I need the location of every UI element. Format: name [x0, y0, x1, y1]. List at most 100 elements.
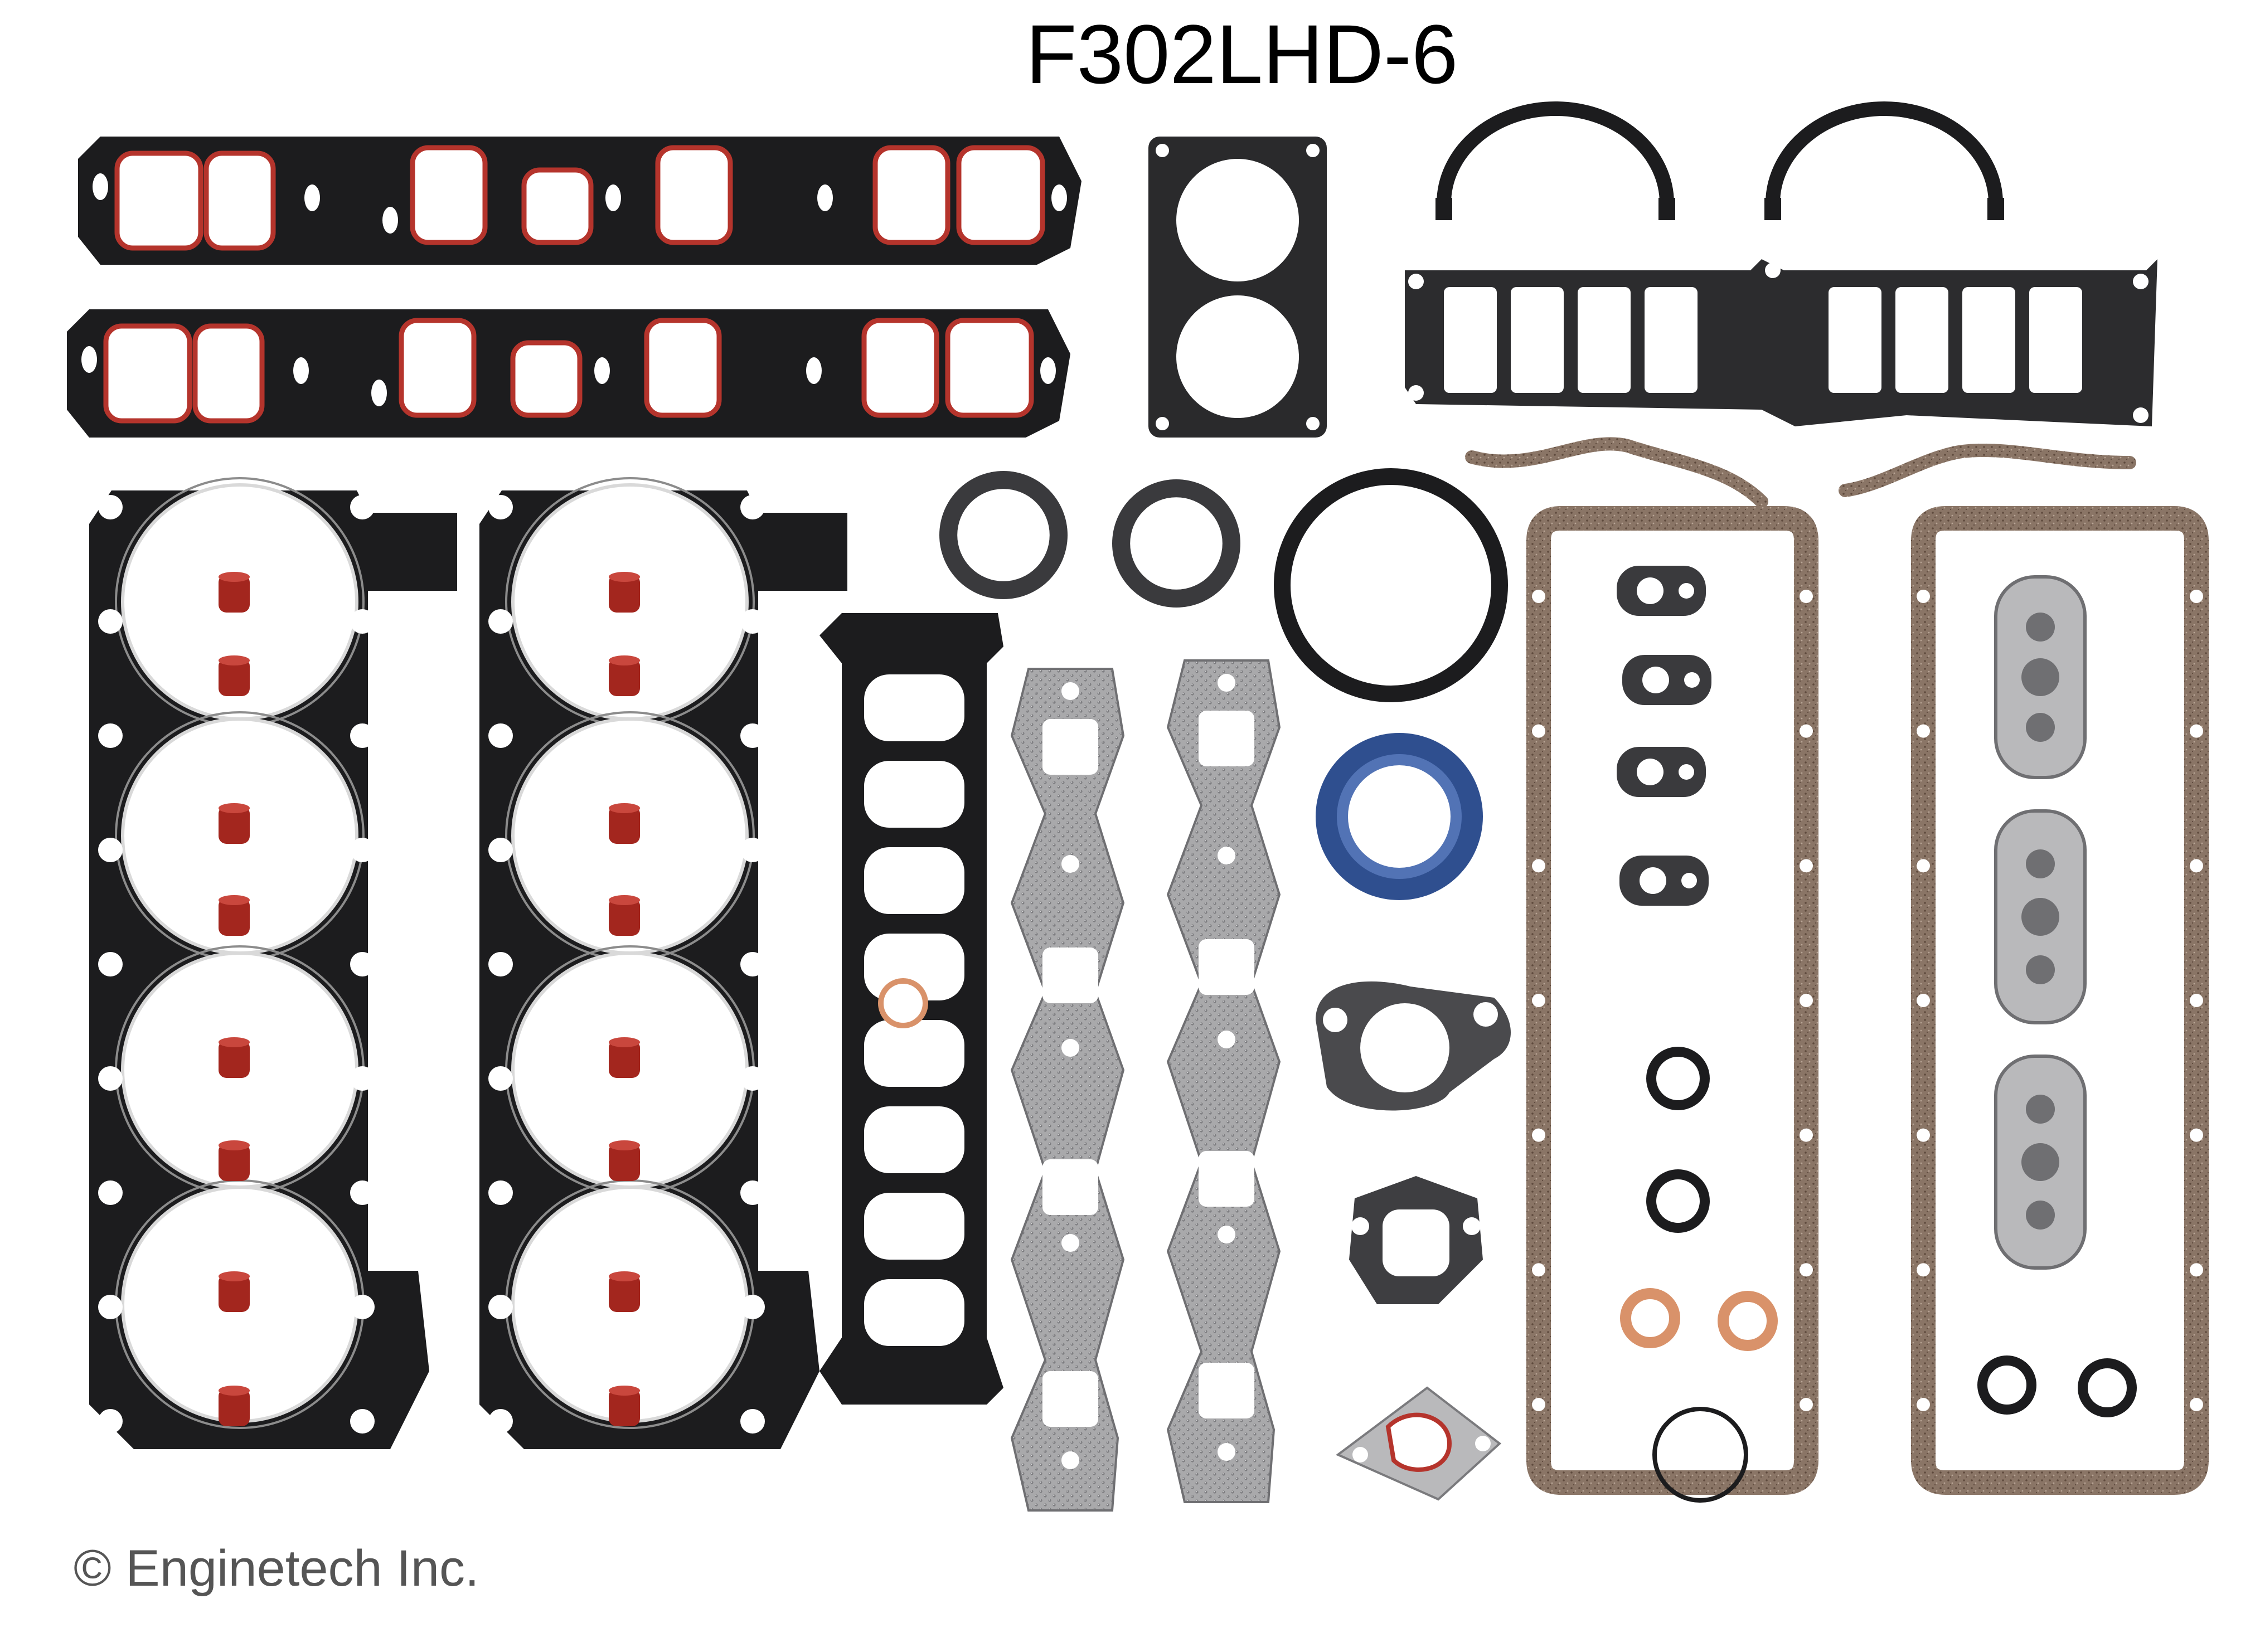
valve-stem-seal	[219, 658, 250, 696]
throttle-body-gasket	[1148, 137, 1327, 438]
oil-pan-end-gasket-left	[1465, 437, 1768, 508]
seal-arc	[1437, 101, 1674, 204]
bolt-hole	[350, 1409, 375, 1434]
small-gasket-hole	[1679, 764, 1694, 780]
bolt-hole	[594, 357, 610, 384]
egr-gasket	[1336, 1386, 1502, 1501]
valve-stem-seal	[219, 898, 250, 936]
bolt-hole	[371, 380, 387, 406]
bolt-hole	[98, 609, 123, 634]
fuel-pump-gasket	[1349, 1176, 1483, 1304]
bolt-hole	[488, 609, 513, 634]
plenum-port	[1511, 287, 1564, 393]
intake-manifold-gasket-upper	[78, 137, 1081, 265]
bolt-hole	[1051, 184, 1067, 211]
bolt-hole	[98, 838, 123, 862]
bolt-hole	[98, 495, 123, 519]
bolt-hole	[1532, 1398, 1545, 1411]
upper-intake-plenum-gasket	[1405, 259, 2157, 426]
intake-port-opening	[956, 145, 1045, 245]
bolt-hole	[1306, 417, 1320, 430]
bolt-hole	[1408, 385, 1424, 401]
bolt-hole	[93, 173, 108, 200]
copper-washer	[1718, 1291, 1778, 1351]
bolt-hole	[488, 495, 513, 519]
valve-cover-gasket-right	[1911, 506, 2209, 1495]
bolt-hole	[382, 207, 398, 234]
bolt-hole	[1408, 274, 1424, 289]
bolt-hole	[605, 184, 621, 211]
bolt-hole	[1800, 859, 1813, 873]
bolt-hole	[488, 838, 513, 862]
exhaust-port	[1199, 1363, 1254, 1418]
intake-manifold-gasket-lower	[67, 309, 1070, 438]
bolt-hole	[1532, 1128, 1545, 1142]
bolt-hole	[98, 1295, 123, 1319]
bolt-hole	[2190, 1263, 2203, 1277]
bolt-hole	[1218, 1226, 1235, 1243]
bolt-hole	[350, 609, 375, 634]
cylinder-head-gasket-left	[89, 477, 457, 1449]
plenum-port	[1645, 287, 1698, 393]
bolt-hole	[304, 184, 320, 211]
cork-strip	[1465, 437, 1768, 508]
exhaust-port	[1042, 948, 1098, 1003]
bolt-hole	[1473, 1002, 1498, 1027]
bolt-hole	[2190, 994, 2203, 1007]
seal-top	[609, 895, 640, 905]
bolt-hole	[1352, 1447, 1368, 1462]
bolt-hole	[1917, 1398, 1930, 1411]
cork-strip	[1839, 444, 2136, 497]
bolt-hole	[1061, 682, 1079, 700]
bolt-hole	[1917, 1128, 1930, 1142]
bolt-hole	[1532, 859, 1545, 873]
seal-top	[219, 572, 250, 582]
valve-stem-seal	[219, 575, 250, 613]
gasket-hole	[2026, 1201, 2055, 1230]
bolt-hole	[1800, 1128, 1813, 1142]
gasket-hole	[2026, 713, 2055, 742]
exhaust-port	[1042, 1159, 1098, 1215]
exhaust-manifold-gasket-left	[1010, 668, 1125, 1512]
bolt-hole	[1061, 855, 1079, 873]
donut-bore	[1130, 497, 1223, 590]
bolt-hole	[1323, 1008, 1347, 1032]
copper-washer	[1620, 1288, 1680, 1348]
o-ring	[2078, 1358, 2137, 1417]
rear-main-seal-half-left	[1435, 101, 1675, 220]
seal-top	[219, 1386, 250, 1396]
valve-stem-seal	[609, 898, 640, 936]
water-outlet-bore	[1360, 1003, 1449, 1092]
seal-top	[219, 1037, 250, 1047]
valve-stem-seal	[609, 1274, 640, 1312]
throttle-bore	[1176, 295, 1299, 418]
bolt-hole	[1156, 417, 1169, 430]
intake-runner	[864, 1279, 964, 1346]
small-gaskets-right	[1994, 575, 2087, 1270]
bolt-hole	[740, 1295, 765, 1319]
bolt-hole	[2190, 1398, 2203, 1411]
bolt-hole	[350, 1295, 375, 1319]
cylinder-head-gasket-right	[479, 477, 847, 1449]
seal-top	[219, 895, 250, 905]
valve-stem-seal	[609, 1040, 640, 1078]
egr-bead	[1385, 1412, 1452, 1472]
valve-stem-seal	[609, 806, 640, 844]
donut-bore	[957, 489, 1050, 581]
intake-port-opening	[192, 323, 265, 424]
plenum-port	[1444, 287, 1497, 393]
bolt-hole	[1917, 859, 1930, 873]
bolt-hole	[1917, 590, 1930, 603]
bolt-hole	[1306, 144, 1320, 157]
exhaust-port	[1199, 939, 1254, 995]
bolt-hole	[350, 952, 375, 976]
bolt-hole	[1800, 994, 1813, 1007]
bolt-hole	[817, 184, 833, 211]
intake-port-opening	[114, 150, 203, 251]
gasket-hole	[2026, 955, 2055, 984]
bolt-hole	[1800, 1263, 1813, 1277]
bolt-hole	[488, 1295, 513, 1319]
rear-main-seal-ring	[1274, 468, 1508, 702]
